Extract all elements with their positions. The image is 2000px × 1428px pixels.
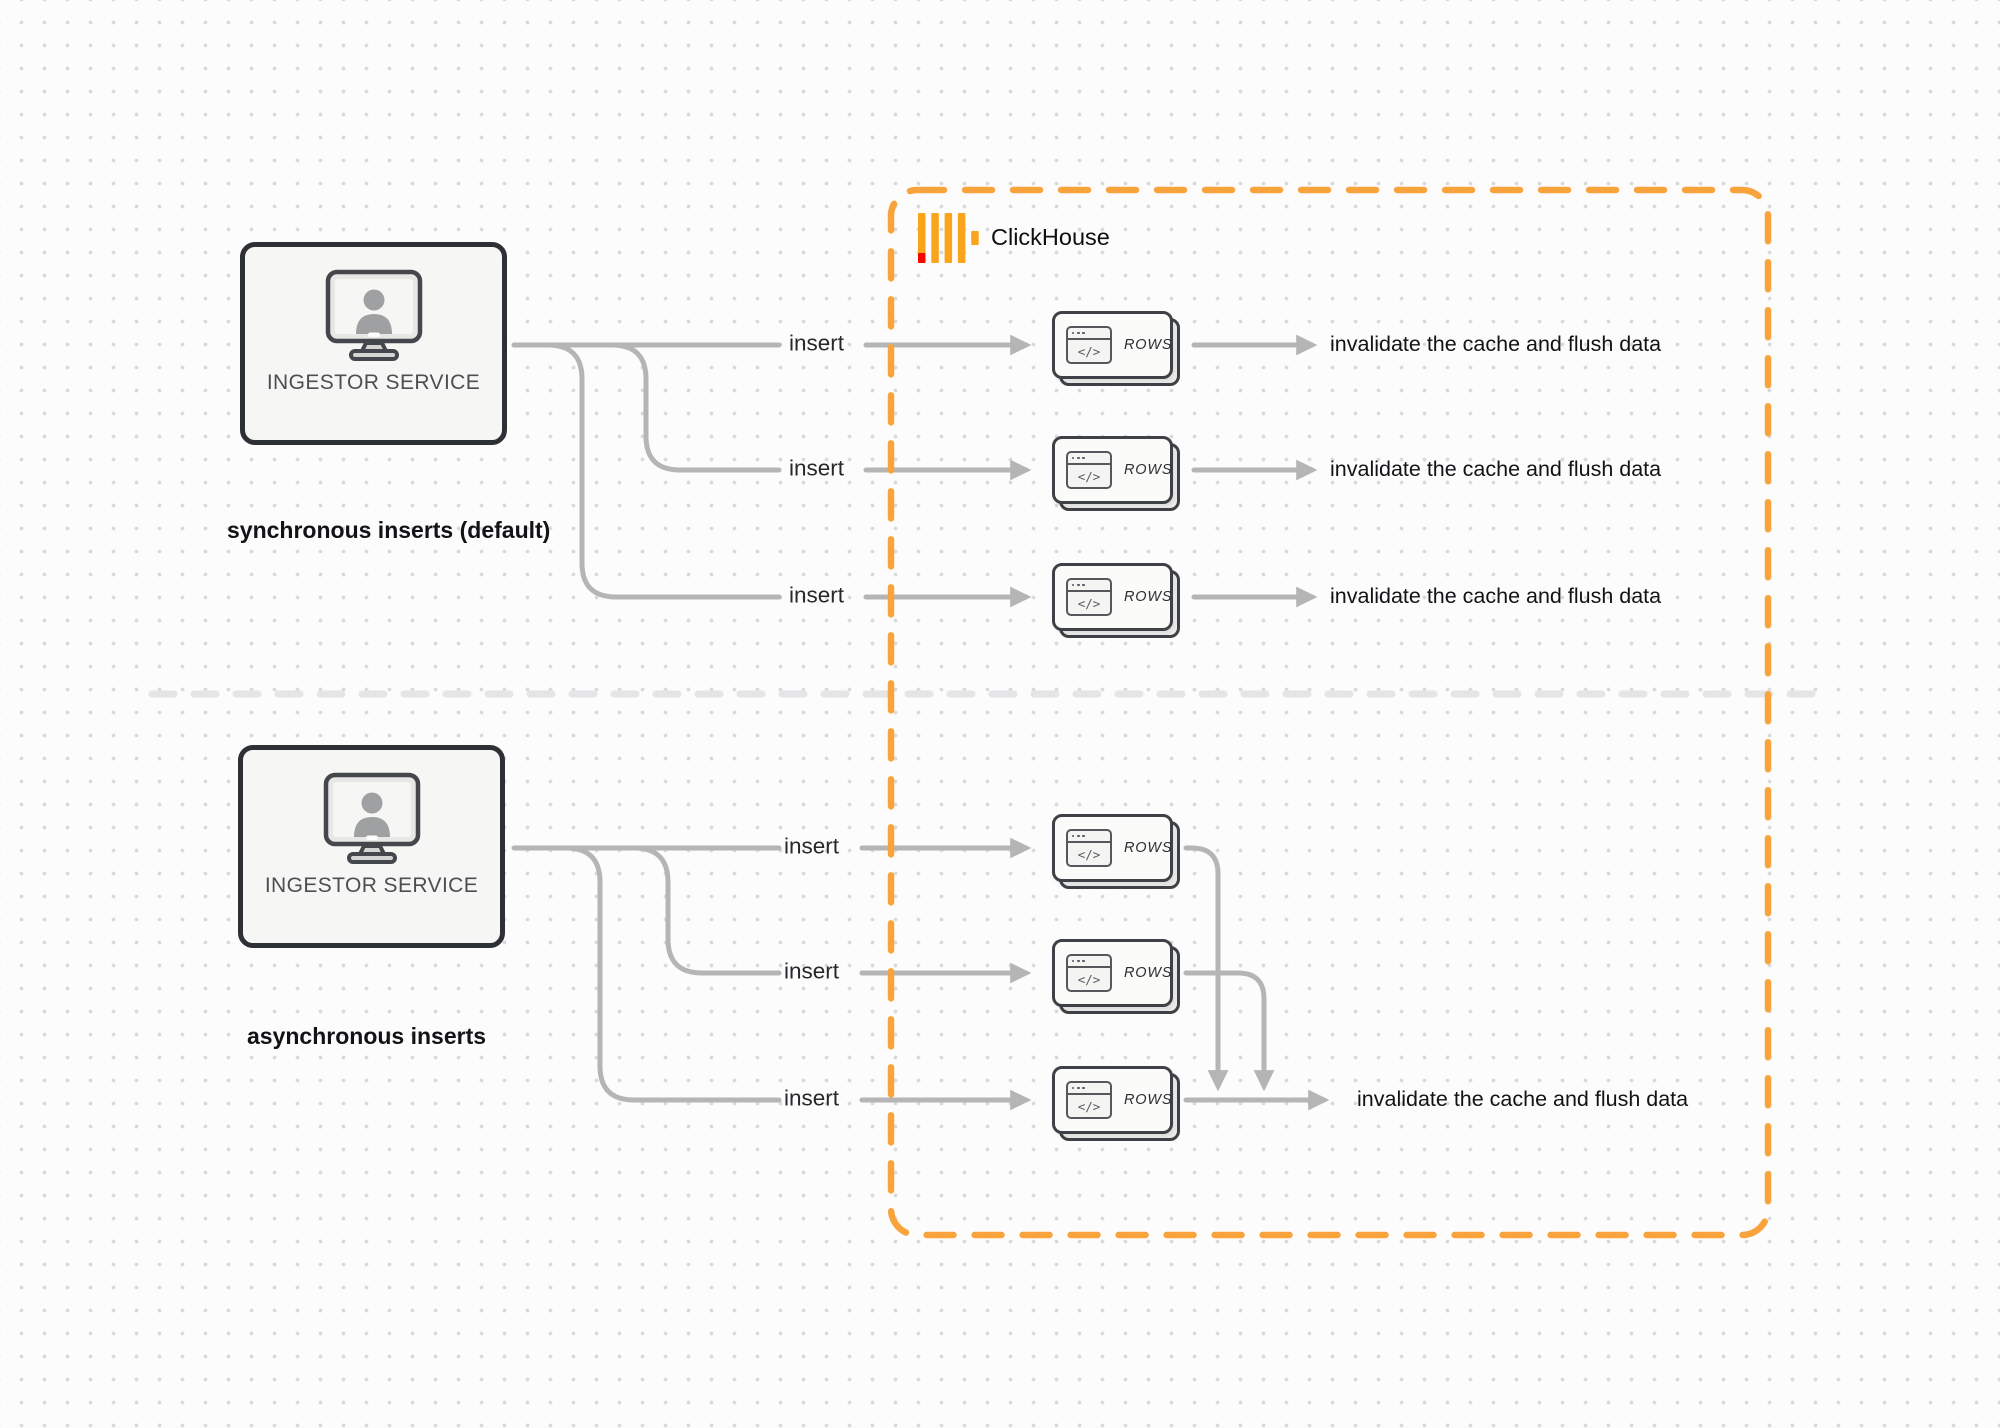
code-glyph: </> xyxy=(1077,595,1101,611)
rows-card-front: </> ROWS xyxy=(1052,939,1173,1007)
async-converge-arrow-1 xyxy=(1183,845,1229,1092)
async-insert-label-1: insert xyxy=(784,833,840,859)
async-result-label: invalidate the cache and flush data xyxy=(1357,1086,1689,1111)
clickhouse-label: ClickHouse xyxy=(991,224,1110,250)
clickhouse-boundary-dashed-box xyxy=(887,186,1772,1239)
rows-card: </> ROWS xyxy=(1052,436,1180,511)
rows-card-front: </> ROWS xyxy=(1052,814,1173,882)
sync-branch-line-3 xyxy=(545,342,782,600)
code-window-icon: </> xyxy=(1066,451,1112,489)
code-glyph: </> xyxy=(1077,971,1101,987)
sync-result-label-1: invalidate the cache and flush data xyxy=(1330,331,1662,356)
window-titlebar xyxy=(1068,956,1110,968)
sync-caption: synchronous inserts (default) xyxy=(227,517,551,543)
window-titlebar xyxy=(1068,328,1110,340)
rows-card-label: ROWS xyxy=(1124,1092,1173,1108)
async-caption: asynchronous inserts xyxy=(247,1023,487,1049)
rows-card: </> ROWS xyxy=(1052,1066,1180,1141)
sync-ingestor-service-box: INGESTOR SERVICE xyxy=(240,242,507,445)
async-branch-line-2 xyxy=(631,845,782,976)
rows-card: </> ROWS xyxy=(1052,563,1180,638)
code-glyph: </> xyxy=(1077,468,1101,484)
code-window-icon: </> xyxy=(1066,326,1112,364)
rows-card-front: </> ROWS xyxy=(1052,436,1173,504)
window-titlebar xyxy=(1068,831,1110,843)
rows-card-front: </> ROWS xyxy=(1052,1066,1173,1134)
async-insert-label-3: insert xyxy=(784,1085,840,1111)
async-ingestor-service-box: INGESTOR SERVICE xyxy=(238,745,505,948)
async-insert-label-2: insert xyxy=(784,958,840,984)
window-titlebar xyxy=(1068,1083,1110,1095)
code-window-icon: </> xyxy=(1066,1081,1112,1119)
sync-service-label: INGESTOR SERVICE xyxy=(266,371,481,394)
sync-insert-label-2: insert xyxy=(789,455,845,481)
rows-card: </> ROWS xyxy=(1052,311,1180,386)
monitor-user-icon xyxy=(323,772,420,864)
rows-card-front: </> ROWS xyxy=(1052,311,1173,379)
code-window-icon: </> xyxy=(1066,578,1112,616)
rows-card-label: ROWS xyxy=(1124,462,1173,478)
async-converge-arrow-2 xyxy=(1183,970,1275,1092)
code-glyph: </> xyxy=(1077,846,1101,862)
async-branch-line-3 xyxy=(563,845,782,1103)
async-service-label: INGESTOR SERVICE xyxy=(264,874,479,897)
sync-insert-label-3: insert xyxy=(789,582,845,608)
sync-branch-line-2 xyxy=(609,342,782,473)
rows-card-label: ROWS xyxy=(1124,589,1173,605)
sync-insert-label-1: insert xyxy=(789,330,845,356)
sync-result-label-3: invalidate the cache and flush data xyxy=(1330,583,1662,608)
rows-card-front: </> ROWS xyxy=(1052,563,1173,631)
clickhouse-logo-icon xyxy=(918,213,979,263)
window-titlebar xyxy=(1068,453,1110,465)
sync-result-label-2: invalidate the cache and flush data xyxy=(1330,456,1662,481)
window-titlebar xyxy=(1068,580,1110,592)
code-glyph: </> xyxy=(1077,1098,1101,1114)
rows-card: </> ROWS xyxy=(1052,814,1180,889)
rows-card-label: ROWS xyxy=(1124,840,1173,856)
code-window-icon: </> xyxy=(1066,954,1112,992)
rows-card-label: ROWS xyxy=(1124,337,1173,353)
rows-card: </> ROWS xyxy=(1052,939,1180,1014)
code-window-icon: </> xyxy=(1066,829,1112,867)
code-glyph: </> xyxy=(1077,343,1101,359)
gray-connectors xyxy=(511,334,1330,1111)
monitor-user-icon xyxy=(325,269,422,361)
rows-card-label: ROWS xyxy=(1124,965,1173,981)
